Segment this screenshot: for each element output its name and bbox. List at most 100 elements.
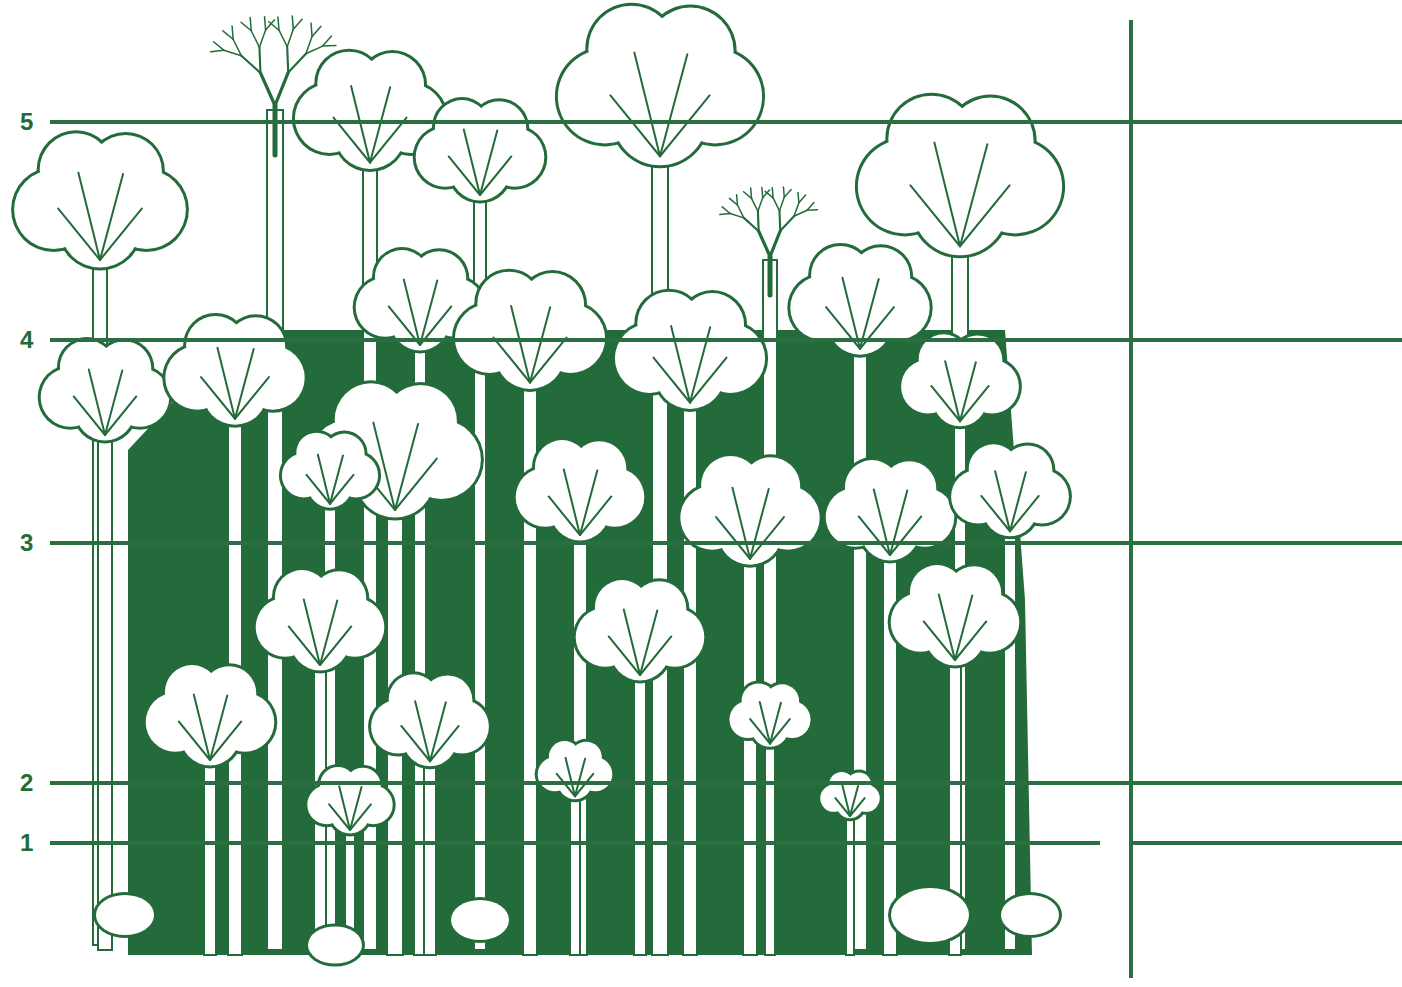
- branch: [235, 349, 254, 419]
- layer-number: 2: [20, 771, 33, 795]
- branch: [732, 488, 750, 559]
- branch: [671, 326, 690, 402]
- branch: [395, 424, 418, 510]
- shrub: [305, 923, 365, 966]
- branch: [210, 696, 227, 760]
- branch: [330, 455, 343, 503]
- tree: [38, 337, 173, 950]
- branch: [217, 348, 235, 419]
- branch: [288, 54, 306, 73]
- shrub-outline: [998, 892, 1062, 938]
- branch: [260, 73, 275, 106]
- layer-number: 1: [20, 831, 33, 855]
- branch: [511, 306, 530, 382]
- tree: [253, 567, 388, 955]
- tree-group: [11, 3, 1072, 967]
- branch: [995, 471, 1010, 531]
- branch: [464, 129, 480, 195]
- branch: [634, 53, 660, 157]
- branch: [807, 209, 817, 211]
- shrub-fill: [891, 888, 969, 942]
- tree: [279, 430, 381, 955]
- trunk: [883, 510, 897, 955]
- stratum-lines: [50, 20, 1402, 978]
- branch: [306, 46, 323, 54]
- tree: [513, 437, 648, 955]
- branch: [778, 211, 781, 231]
- branch: [760, 702, 770, 743]
- branch: [214, 42, 224, 50]
- stratum-line: [50, 120, 1402, 124]
- branch: [323, 36, 332, 46]
- branch: [640, 611, 657, 675]
- tree: [555, 3, 765, 955]
- layer-number: 4: [20, 328, 33, 352]
- branch: [799, 195, 806, 203]
- branch: [575, 759, 585, 797]
- trunk: [228, 370, 242, 955]
- crown: [913, 161, 1007, 255]
- branch: [530, 307, 550, 382]
- branch: [566, 758, 575, 796]
- trunk: [474, 150, 486, 950]
- branch: [223, 31, 233, 39]
- branch: [275, 72, 288, 105]
- branch: [807, 203, 814, 211]
- tree: [677, 453, 822, 955]
- shrub-fill: [1001, 895, 1059, 935]
- trunk: [652, 85, 668, 955]
- shrub: [888, 885, 972, 945]
- trunk: [98, 390, 112, 950]
- branch: [750, 489, 769, 559]
- shrub-outline: [93, 892, 157, 938]
- branch: [404, 279, 420, 345]
- branch: [779, 197, 784, 211]
- branch: [259, 47, 260, 73]
- branch: [750, 188, 752, 198]
- branch: [251, 31, 259, 48]
- branch: [265, 17, 266, 30]
- tree: [726, 681, 813, 955]
- layer-number: 3: [20, 531, 33, 555]
- branch: [89, 369, 105, 435]
- shrub-fill: [96, 895, 154, 935]
- branch: [850, 786, 858, 816]
- branch: [744, 218, 759, 231]
- branch: [773, 198, 779, 211]
- shrub-outline: [888, 885, 972, 945]
- shrub: [998, 892, 1062, 938]
- branch: [624, 609, 640, 675]
- branch: [780, 216, 794, 230]
- branch: [415, 701, 430, 761]
- shrub-outline: [305, 923, 365, 966]
- branch: [194, 694, 210, 760]
- branch: [304, 599, 320, 665]
- tree: [452, 269, 608, 955]
- tree: [823, 457, 958, 955]
- trunk: [267, 110, 283, 950]
- branch: [211, 50, 224, 51]
- branch: [794, 210, 807, 216]
- stratum-line: [50, 338, 1402, 342]
- branch: [100, 174, 123, 260]
- branch: [770, 703, 781, 744]
- branch: [934, 143, 960, 247]
- branch: [420, 281, 437, 345]
- branch: [278, 17, 279, 30]
- branch: [293, 19, 302, 29]
- branch: [259, 30, 265, 47]
- branch: [736, 195, 738, 205]
- branch: [250, 18, 251, 31]
- forest-shade: [128, 330, 1032, 955]
- branch: [269, 22, 279, 30]
- branch: [784, 189, 791, 197]
- shrub-outline: [448, 897, 512, 943]
- branch: [351, 86, 370, 162]
- stratum-line: [50, 541, 1402, 545]
- branch: [874, 489, 890, 555]
- branch: [430, 702, 446, 761]
- trunk: [853, 300, 867, 950]
- branch: [232, 26, 233, 39]
- branch: [241, 56, 260, 73]
- branch: [770, 231, 780, 257]
